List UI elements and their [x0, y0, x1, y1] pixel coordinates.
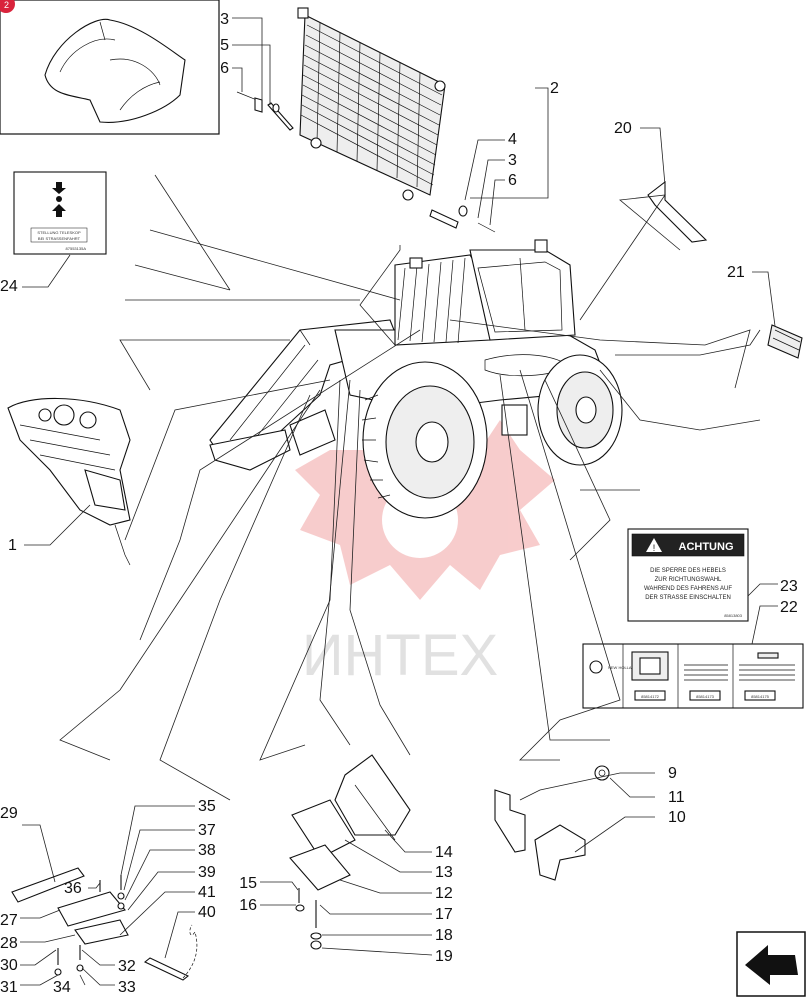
part-3-5-6-fasteners-top — [236, 91, 294, 131]
callout-15: 15 — [239, 875, 257, 892]
callout-20: 20 — [614, 120, 632, 137]
svg-text:!: ! — [653, 543, 656, 553]
callout-numbers: 3 5 6 2 4 3 6 20 21 24 1 23 22 9 11 10 1… — [0, 11, 798, 996]
callout-32: 32 — [118, 958, 136, 975]
decal-24-line: STELLUNG TELESKOP — [37, 230, 81, 235]
part-3-4-6-fasteners-right — [429, 205, 496, 233]
callout-38: 38 — [198, 842, 216, 859]
callout-36: 36 — [64, 880, 82, 897]
callout-40: 40 — [198, 904, 216, 921]
decal-22-code: 85814175 — [751, 694, 770, 699]
part-20-bracket — [647, 180, 708, 243]
achtung-line: ZUR RICHTUNGSWAHL — [655, 577, 722, 583]
callout-5: 5 — [220, 37, 229, 54]
callout-17: 17 — [435, 906, 453, 923]
part-22-decal-strip: NEW HOLLAND 85814172 85814173 85814175 — [582, 643, 804, 709]
callout-37: 37 — [198, 822, 216, 839]
achtung-line: DER STRASSE EINSCHALTEN — [645, 595, 731, 601]
part-15-19-bolts — [295, 888, 322, 950]
decal-22-code: 85814173 — [696, 694, 715, 699]
callout-41: 41 — [198, 884, 216, 901]
callout-34: 34 — [53, 979, 71, 996]
callout-12: 12 — [435, 885, 453, 902]
achtung-line: WAHREND DES FAHRENS AUF — [644, 586, 732, 592]
part-23-achtung-decal: ! ACHTUNG DIE SPERRE DES HEBELS ZUR RICH… — [627, 528, 749, 622]
callout-29: 29 — [0, 805, 18, 822]
corner-badge — [0, 0, 15, 13]
watermark-text: ИНТЕХ — [302, 623, 498, 688]
callout-6: 6 — [508, 172, 517, 189]
callout-31: 31 — [0, 979, 18, 996]
callout-10: 10 — [668, 809, 686, 826]
callout-24: 24 — [0, 278, 18, 295]
achtung-heading: ACHTUNG — [679, 541, 734, 553]
brand-logo-icon — [589, 660, 603, 674]
achtung-code: 85813803 — [724, 613, 743, 618]
decal-24-code: 87553135A — [66, 246, 87, 251]
part-14-wheel-chock — [289, 754, 411, 891]
callout-11: 11 — [668, 789, 685, 806]
callout-1: 1 — [8, 537, 17, 554]
callout-39: 39 — [198, 864, 216, 881]
callout-28: 28 — [0, 935, 18, 952]
callout-30: 30 — [0, 957, 18, 974]
part-1-dashboard — [7, 397, 131, 566]
part-21-reflector — [767, 324, 803, 359]
decal-24-line: BEI STRASSENFAHRT — [38, 236, 81, 241]
part-27-41-mounting-kit — [11, 867, 198, 981]
leader-lines — [20, 17, 778, 986]
arrow-down-icon — [52, 182, 66, 194]
callout-33: 33 — [118, 979, 136, 996]
warning-triangle-icon — [646, 538, 662, 552]
callout-16: 16 — [239, 897, 257, 914]
callout-14: 14 — [435, 844, 453, 861]
callout-35: 35 — [198, 798, 216, 815]
callout-2: 2 — [550, 80, 559, 97]
telehandler-machine — [209, 239, 623, 519]
achtung-line: DIE SPERRE DES HEBELS — [650, 568, 726, 574]
inset-frame — [0, 0, 220, 135]
callout-22: 22 — [780, 599, 798, 616]
callout-3: 3 — [508, 152, 517, 169]
part-9-10-11-bracket — [494, 765, 610, 881]
callout-23: 23 — [780, 578, 798, 595]
callout-3: 3 — [220, 11, 229, 28]
next-page-arrow-icon[interactable] — [736, 931, 806, 997]
callout-27: 27 — [0, 912, 18, 929]
part-24-decal: STELLUNG TELESKOP BEI STRASSENFAHRT 8755… — [13, 171, 107, 255]
callout-6: 6 — [220, 60, 229, 77]
callout-21: 21 — [727, 264, 745, 281]
decal-22-brand: NEW HOLLAND — [608, 665, 637, 670]
inset-cover-part — [44, 18, 186, 123]
callout-9: 9 — [668, 765, 677, 782]
corner-badge-text: 2 — [4, 0, 9, 10]
callout-18: 18 — [435, 927, 453, 944]
arrow-up-icon — [52, 204, 66, 217]
part-2-grille — [297, 7, 446, 201]
decal-22-code: 85814172 — [641, 694, 660, 699]
callout-4: 4 — [508, 131, 517, 148]
callout-13: 13 — [435, 864, 453, 881]
callout-19: 19 — [435, 948, 453, 965]
